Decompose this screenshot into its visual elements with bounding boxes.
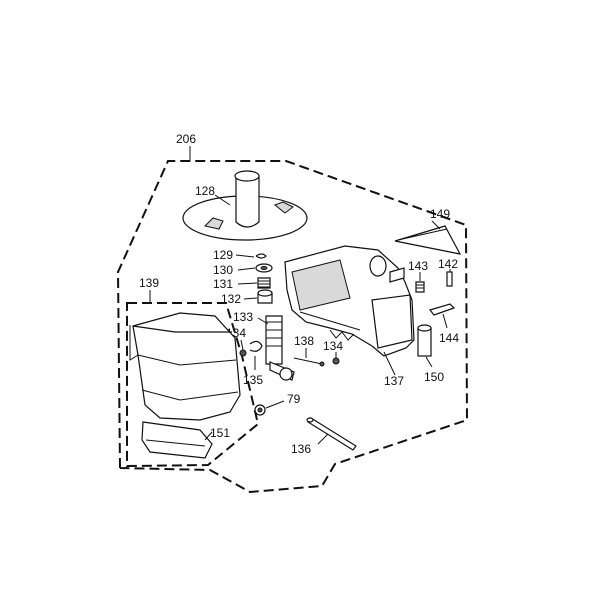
part-128-knob-plate	[182, 170, 308, 241]
leader-150	[425, 356, 433, 368]
leader-136	[317, 433, 329, 445]
part-134-nut-left	[239, 349, 247, 357]
leader-132	[243, 297, 258, 300]
leader-129	[235, 254, 255, 258]
callout-132: 132	[221, 292, 241, 306]
part-143-spring	[415, 281, 425, 293]
part-139-canister	[129, 312, 241, 421]
part-136-pin	[306, 417, 357, 451]
part-135-clip	[249, 340, 263, 352]
callout-137: 137	[384, 374, 404, 388]
callout-136: 136	[291, 442, 311, 456]
leader-151	[204, 431, 213, 441]
part-151-tray	[141, 421, 213, 459]
leader-130	[237, 267, 256, 271]
callout-139: 139	[139, 276, 159, 290]
assembly-206-boundary	[116, 160, 469, 494]
callout-142: 142	[438, 257, 458, 271]
leader-149	[431, 220, 441, 230]
part-132-bushing	[257, 289, 273, 304]
part-130-washer	[255, 263, 273, 273]
callout-144: 144	[439, 331, 459, 345]
leader-134a	[240, 339, 244, 351]
leader-144	[442, 313, 448, 329]
leader-128	[214, 194, 231, 206]
leader-137	[383, 351, 396, 376]
callout-133: 133	[233, 310, 253, 324]
part-131-spring	[257, 277, 271, 289]
leader-131	[237, 282, 258, 285]
callout-151: 151	[210, 426, 230, 440]
callout-143: 143	[408, 259, 428, 273]
part-144-lever	[428, 303, 456, 316]
part-134-nut-right	[332, 357, 340, 365]
part-79-washer	[254, 404, 266, 416]
callout-206: 206	[176, 132, 196, 146]
callout-149: 149	[430, 207, 450, 221]
callout-129: 129	[213, 248, 233, 262]
part-149-cover	[394, 225, 462, 255]
callout-128: 128	[195, 184, 215, 198]
callout-130: 130	[213, 263, 233, 277]
part-137-housing	[284, 245, 415, 357]
callout-138: 138	[294, 334, 314, 348]
part-138-rod	[293, 357, 325, 367]
leader-133	[257, 317, 269, 325]
callout-134b: 134	[323, 339, 343, 353]
callout-135: 135	[243, 373, 263, 387]
part-142-pin	[446, 271, 453, 287]
callout-150: 150	[424, 370, 444, 384]
leader-79	[265, 400, 285, 409]
subassembly-139-boundary	[126, 302, 260, 468]
part-129-clip	[255, 253, 267, 259]
callout-79: 79	[287, 392, 301, 406]
part-133-shaft	[265, 315, 295, 381]
callout-131: 131	[213, 277, 233, 291]
part-150-cylinder	[417, 324, 432, 357]
